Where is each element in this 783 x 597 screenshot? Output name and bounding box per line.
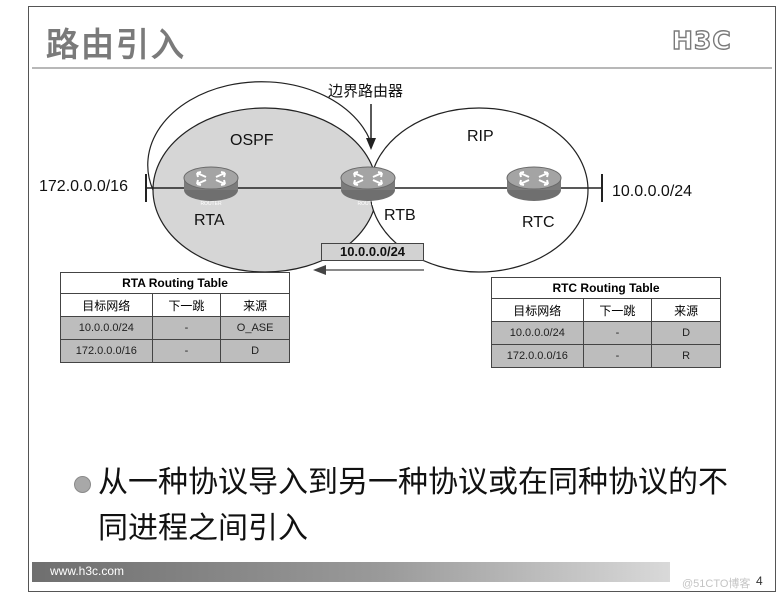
bullet-dot-icon <box>74 476 91 493</box>
table-cell: - <box>582 321 653 345</box>
router-rtc-label: RTC <box>522 214 555 231</box>
router-rtb-icon <box>340 166 396 202</box>
footer-bar <box>32 562 670 582</box>
rtc-table-caption: RTC Routing Table <box>491 277 721 299</box>
page-title: 路由引入 <box>46 25 186 64</box>
advertised-route-box: 10.0.0.0/24 <box>321 243 424 261</box>
footer-url: www.h3c.com <box>50 564 125 578</box>
table-cell: 172.0.0.0/16 <box>60 339 153 363</box>
rtc-header-nexthop: 下一跳 <box>582 298 653 322</box>
bullet-text: 从一种协议导入到另一种协议或在同种协议的不同进程之间引入 <box>98 465 728 546</box>
border-router-pointer-arrowhead <box>366 138 376 150</box>
table-cell: D <box>651 321 721 345</box>
router-rta-icon-text: ROUTER <box>200 201 222 207</box>
table-cell: D <box>220 339 290 363</box>
title-divider <box>32 67 772 69</box>
rip-area-label: RIP <box>467 128 494 145</box>
ospf-area-label: OSPF <box>230 132 274 149</box>
rta-header-nexthop: 下一跳 <box>151 293 222 317</box>
rta-header-source: 来源 <box>220 293 290 317</box>
table-cell: - <box>151 316 222 340</box>
table-cell: 10.0.0.0/24 <box>60 316 153 340</box>
rtc-header-destination: 目标网络 <box>491 298 584 322</box>
router-rtc-icon-text: ROUTER <box>523 201 545 207</box>
left-network-label: 172.0.0.0/16 <box>39 178 128 195</box>
slide-frame <box>28 6 776 592</box>
table-cell: - <box>151 339 222 363</box>
router-rtc-icon <box>506 166 562 202</box>
router-rta-label: RTA <box>194 212 225 229</box>
rtc-header-source: 来源 <box>651 298 721 322</box>
router-rtb-label: RTB <box>384 207 416 224</box>
border-router-label: 边界路由器 <box>328 82 404 100</box>
rta-table-caption: RTA Routing Table <box>60 272 290 294</box>
h3c-logo: H3C <box>671 25 732 55</box>
router-rtb-icon-text: ROUTER <box>357 201 379 207</box>
page-number: 4 <box>756 574 763 588</box>
right-network-label: 10.0.0.0/24 <box>612 183 693 200</box>
table-cell: 172.0.0.0/16 <box>491 344 584 368</box>
table-cell: O_ASE <box>220 316 290 340</box>
table-cell: - <box>582 344 653 368</box>
ospf-area-left-edge <box>147 81 371 191</box>
watermark: @51CTO博客 <box>682 578 751 590</box>
table-cell: 10.0.0.0/24 <box>491 321 584 345</box>
rtc-routing-table: RTC Routing Table 目标网络 下一跳 来源 10.0.0.0/2… <box>491 277 721 368</box>
rta-header-destination: 目标网络 <box>60 293 153 317</box>
rta-routing-table: RTA Routing Table 目标网络 下一跳 来源 10.0.0.0/2… <box>60 272 290 363</box>
import-direction-arrowhead <box>313 265 326 275</box>
table-cell: R <box>651 344 721 368</box>
router-rta-icon <box>183 166 239 202</box>
